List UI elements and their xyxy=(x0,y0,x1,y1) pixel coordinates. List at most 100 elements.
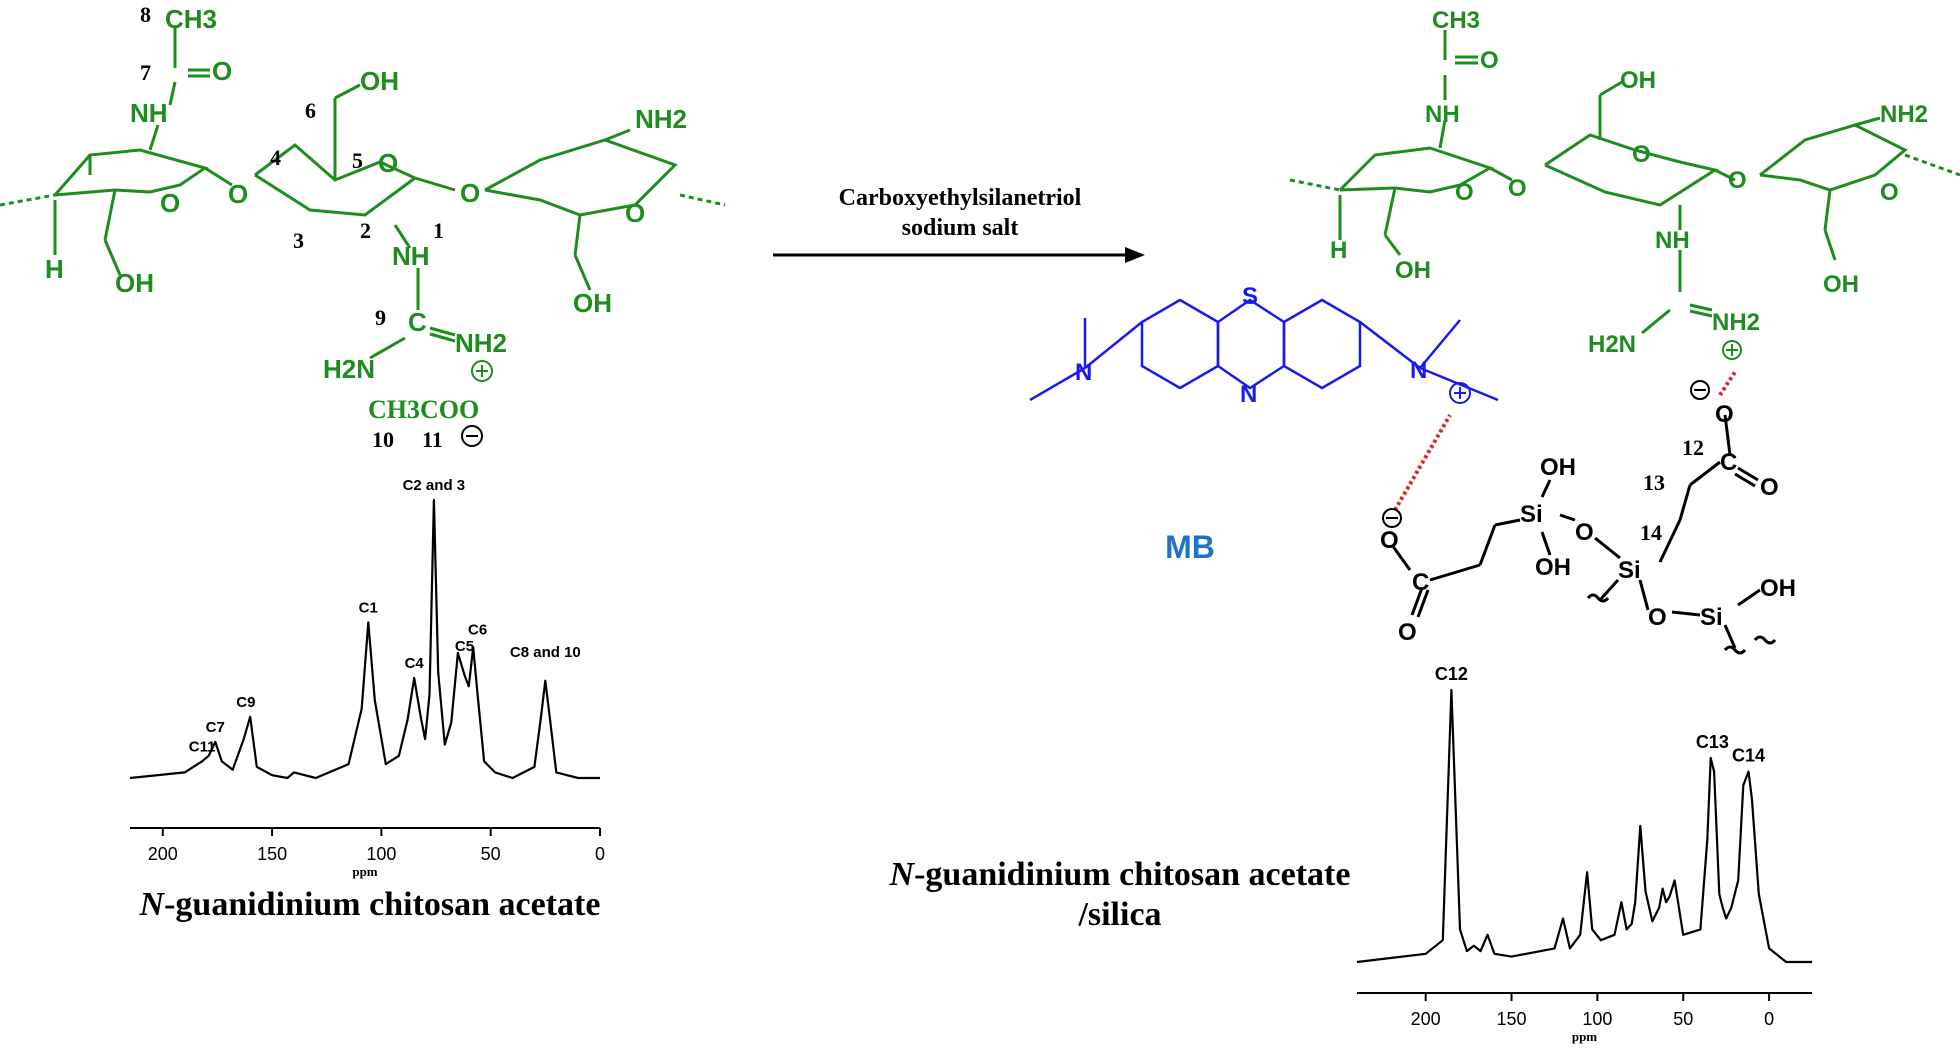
carb-c14-bond xyxy=(1478,524,1497,566)
si1-oh-bottom: OH xyxy=(1535,554,1571,581)
c14-c13 xyxy=(1678,484,1692,521)
left-charges xyxy=(471,360,493,382)
si-o-bond-1 xyxy=(1559,513,1576,522)
si-oh-top xyxy=(1540,479,1552,498)
c13-c12 xyxy=(1689,460,1721,487)
cnum-8: 8 xyxy=(140,2,151,27)
x-tick-label: 50 xyxy=(1673,1009,1693,1029)
cnum-3: 3 xyxy=(293,228,304,253)
si3-label: Si xyxy=(1700,604,1723,631)
cnum-9: 9 xyxy=(375,305,386,330)
ring2-bonds xyxy=(254,143,418,217)
mb-n-right-bond xyxy=(1359,321,1421,369)
carbonyl-o-label: O xyxy=(212,56,232,86)
c12-o-bond xyxy=(1723,414,1732,456)
r-c6-oh xyxy=(1599,80,1623,97)
minus-charge-icon xyxy=(461,425,483,447)
r-ring1-nh xyxy=(1438,119,1447,149)
carbon-numbers-left: 8 7 6 4 5 3 2 1 9 10 11 xyxy=(140,2,444,452)
carb-co-2 xyxy=(1416,589,1430,618)
r-ring1-bonds xyxy=(1338,146,1494,194)
silica-structure xyxy=(1390,414,1777,655)
si3-wavy-bond xyxy=(1723,624,1737,649)
peak-label: C7 xyxy=(206,719,225,736)
caption-left-italic: N xyxy=(139,886,165,923)
caption-left-text: -guanidinium chitosan acetate xyxy=(164,886,601,923)
acetate-label: CH3COO xyxy=(368,395,479,424)
mb-n-ring-label: N xyxy=(1240,381,1257,408)
r-ring3-o: O xyxy=(1880,179,1899,206)
ring2-o-label: O xyxy=(378,148,398,178)
nh-acetamido-label: NH xyxy=(130,98,168,128)
right-chitosan-structure xyxy=(1289,30,1960,335)
si3-oh-bond xyxy=(1737,588,1761,607)
carbon-numbers-right: 12 13 14 xyxy=(1640,435,1704,545)
eq-nh2-label: NH2 xyxy=(455,328,507,358)
caption-right-line1: N-guanidinium chitosan acetate xyxy=(840,855,1400,895)
ring3-ch2oh xyxy=(573,254,592,291)
carb-o-minus-label: O xyxy=(1380,527,1399,554)
mb-charge xyxy=(1449,382,1471,404)
r-ring1-ch2oh xyxy=(1383,234,1402,256)
spectrum-line xyxy=(1356,688,1812,964)
x-tick-label: 0 xyxy=(1764,1009,1774,1029)
r-ring3-bonds xyxy=(1759,123,1908,192)
ring1-nh-bond xyxy=(148,124,160,151)
ring1-bonds xyxy=(53,148,209,197)
c12-o-minus-label: O xyxy=(1715,401,1734,428)
cnum-14: 14 xyxy=(1640,520,1662,545)
ch3-label: CH3 xyxy=(165,4,217,34)
si1-o-label: O xyxy=(1575,519,1594,546)
cnum-7: 7 xyxy=(140,60,151,85)
r-guan-h2n xyxy=(1641,308,1671,335)
peak-label: C4 xyxy=(405,655,425,672)
si-oh-bottom xyxy=(1540,531,1552,556)
hbond-mb-carboxylate xyxy=(1393,413,1452,512)
mb-labels: S N N N xyxy=(1075,283,1427,408)
silica-charges xyxy=(1382,380,1710,528)
si2-o-bond xyxy=(1638,579,1650,611)
chain-end-left xyxy=(0,193,56,207)
guan-h2n xyxy=(369,336,406,360)
r-nh-guan: NH xyxy=(1655,227,1690,254)
hbond-guan-carboxylate xyxy=(1718,370,1737,397)
r-ring3-ch2oh xyxy=(1823,229,1837,261)
si2-c14 xyxy=(1658,519,1682,563)
r-eq-nh2: NH2 xyxy=(1712,309,1760,336)
r-h: H xyxy=(1330,237,1347,264)
oh-ring3-label: OH xyxy=(573,288,612,318)
x-tick-label: 200 xyxy=(1411,1009,1441,1029)
r-glyc-o2: O xyxy=(1728,167,1747,194)
cnum-2: 2 xyxy=(360,218,371,243)
glycosidic-o2-label: O xyxy=(460,178,480,208)
h2n-label: H2N xyxy=(323,354,375,384)
cnum-11: 11 xyxy=(422,427,443,452)
h-label: H xyxy=(45,254,64,284)
mb-label: MB xyxy=(1165,529,1215,565)
cnum-1: 1 xyxy=(433,218,444,243)
mb-plus-charge-icon xyxy=(1449,382,1471,404)
peak-label: C11 xyxy=(189,738,216,755)
carb-c13-bond xyxy=(1429,563,1481,582)
r-link-o1 xyxy=(1489,166,1513,182)
oh-c6-label: OH xyxy=(360,66,399,96)
wavy-line-3 xyxy=(1753,635,1777,645)
peak-label: C5 xyxy=(455,638,474,655)
r-oh-a: OH xyxy=(1395,257,1431,284)
si1-oh-top: OH xyxy=(1540,454,1576,481)
si2-o-label: O xyxy=(1648,604,1667,631)
c6-oh-bond xyxy=(334,83,361,100)
c12-co-1 xyxy=(1737,466,1759,482)
reagent-line1: Carboxyethylsilanetriol xyxy=(839,185,1082,211)
cnum-5: 5 xyxy=(352,148,363,173)
guan-eq-1 xyxy=(429,326,456,337)
carb-o-label: O xyxy=(1398,619,1417,646)
mb-ring-right xyxy=(1282,298,1362,390)
reaction-arrow: Carboxyethylsilanetriol sodium salt xyxy=(773,185,1145,263)
carb-c-label: C xyxy=(1412,569,1429,596)
wavy-line-1 xyxy=(1586,593,1610,603)
r-link-o2 xyxy=(1714,168,1736,182)
glycosidic-o1-label: O xyxy=(228,179,248,209)
r-glyc-o1: O xyxy=(1508,175,1527,202)
